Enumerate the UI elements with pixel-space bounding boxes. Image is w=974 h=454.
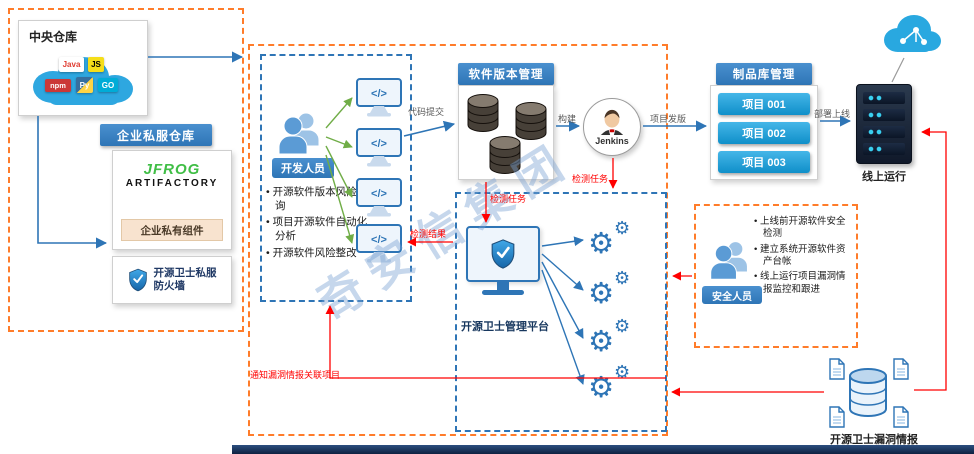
cloud-network-icon (884, 15, 941, 52)
gear-glyph: ⚙ (614, 362, 631, 382)
gear-glyph: ⚙ (588, 228, 614, 260)
code-glyph: </> (371, 234, 387, 246)
firewall-panel: 开源卫士私服 防火墙 (112, 256, 232, 304)
project-row: 项目 001 (718, 93, 810, 115)
code-glyph: </> (371, 138, 387, 150)
security-task-item: 建立系统开源软件资产台帐 (754, 244, 854, 269)
devsecops-zone-group (248, 44, 668, 436)
edge-label-deploy: 部署上线 (814, 109, 851, 119)
code-glyph: </> (371, 88, 387, 100)
firewall-label-line2: 防火墙 (153, 280, 186, 292)
document-icon (829, 358, 845, 380)
java-badge: Java (59, 57, 84, 72)
edge-label-detect-task: 检测任务 (572, 174, 609, 184)
database-icon (515, 102, 547, 140)
edge-label-notify: 通知漏洞情报关联项目 (250, 370, 341, 380)
developer-task-list: 开源软件版本风险查询 项目开源软件自动化分析 开源软件风险整改 (266, 186, 370, 263)
python-badge: Py (76, 77, 93, 93)
central-repo-title: 中央仓库 (29, 30, 78, 44)
security-task-item: 线上运行项目漏洞情报监控和跟进 (754, 271, 854, 296)
project-row: 项目 002 (718, 122, 810, 144)
private-zone-group (8, 8, 244, 332)
artifact-mgmt-header: 制品库管理 (716, 63, 812, 85)
gears-icon: ⚙ ⚙ (586, 218, 638, 264)
database-icon (467, 94, 499, 132)
edge-label-detect-result: 检测结果 (410, 229, 447, 239)
jenkins-butler-icon (600, 109, 624, 135)
private-repo-header: 企业私服仓库 (100, 124, 212, 146)
bottom-bar (232, 445, 974, 454)
version-mgmt-panel (458, 85, 554, 180)
edge-label-release: 项目发版 (650, 114, 687, 124)
security-role-tag: 安全人员 (702, 286, 762, 304)
document-icon (893, 358, 909, 380)
developer-role-tag: 开发人员 (272, 158, 334, 178)
artifact-mgmt-panel: 项目 001 项目 002 项目 003 (710, 85, 818, 180)
edge-label-build: 构建 (558, 114, 577, 124)
developer-task-item: 项目开源软件自动化分析 (266, 216, 370, 243)
developer-group (260, 54, 412, 302)
central-repo-panel: 中央仓库 Java JS npm Py GO (18, 20, 148, 116)
gear-glyph: ⚙ (614, 218, 631, 238)
workstation-monitor-icon: </> (356, 78, 402, 118)
database-icon (489, 136, 521, 174)
gears-icon: ⚙ ⚙ (586, 316, 638, 362)
developer-task-item: 开源软件风险整改 (266, 247, 370, 261)
workstation-monitor-icon: </> (356, 128, 402, 168)
jenkins-label: Jenkins (595, 135, 629, 146)
go-badge: GO (98, 78, 118, 92)
edge-label-detect-task: 检测任务 (490, 194, 527, 204)
version-mgmt-header: 软件版本管理 (458, 63, 554, 85)
firewall-label-line1: 开源卫士私服 (153, 266, 217, 279)
jenkins-node: Jenkins (583, 98, 641, 156)
document-icon (829, 406, 845, 428)
platform-title: 开源卫士管理平台 (461, 321, 549, 333)
developers-icon (278, 112, 320, 155)
online-running-label: 线上运行 (862, 171, 906, 183)
workstation-monitor-icon: </> (356, 224, 402, 264)
gear-glyph: ⚙ (588, 278, 614, 310)
shield-check-icon (491, 239, 515, 269)
server-icon (856, 84, 912, 164)
shield-icon (128, 268, 147, 292)
security-task-list: 上线前开源软件安全检测 建立系统开源软件资产台帐 线上运行项目漏洞情报监控和跟进 (754, 216, 854, 299)
gears-icon: ⚙ ⚙ (586, 362, 638, 408)
document-icon (893, 406, 909, 428)
project-row: 项目 003 (718, 151, 810, 173)
jfrog-artifactory-panel: JFROG ARTIFACTORY 企业私有组件 (112, 150, 232, 250)
gear-glyph: ⚙ (588, 372, 614, 404)
gears-icon: ⚙ ⚙ (586, 268, 638, 314)
security-task-item: 上线前开源软件安全检测 (754, 216, 854, 241)
workstation-monitor-icon: </> (356, 178, 402, 218)
vuln-intel-label: 开源卫士漏洞情报 (830, 434, 918, 446)
jfrog-logo-text: JFROG (143, 161, 201, 178)
artifactory-logo-text: ARTIFACTORY (125, 178, 219, 189)
gear-glyph: ⚙ (588, 326, 614, 358)
edge-label-code-submit: 代码提交 (408, 107, 445, 117)
gear-glyph: ⚙ (614, 316, 631, 336)
platform-monitor-icon (466, 226, 540, 295)
js-badge: JS (88, 57, 104, 72)
security-group (694, 204, 858, 348)
npm-badge: npm (45, 79, 71, 92)
private-components-bar: 企业私有组件 (121, 219, 223, 241)
vuln-database-icon (849, 368, 887, 417)
gear-glyph: ⚙ (614, 268, 631, 288)
code-glyph: </> (371, 188, 387, 200)
security-team-icon (710, 241, 748, 280)
developer-task-item: 开源软件版本风险查询 (266, 186, 370, 213)
